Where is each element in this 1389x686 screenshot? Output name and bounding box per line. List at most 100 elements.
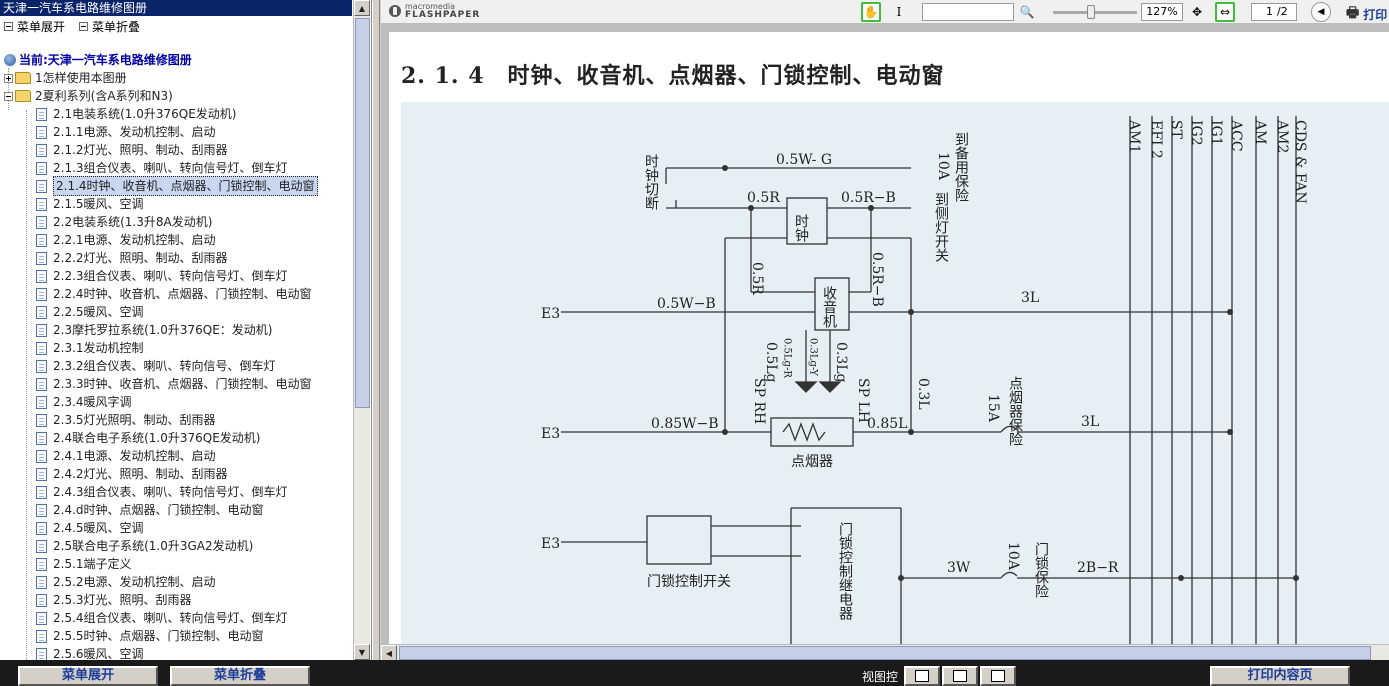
page-number-field[interactable]: 1 /2 <box>1251 3 1297 21</box>
page-icon <box>36 629 47 643</box>
view-split-button[interactable] <box>942 666 978 686</box>
tree-item-label: 2夏利系列(含A系列和N3) <box>35 89 173 103</box>
panel-splitter[interactable] <box>372 0 380 660</box>
arrow-left-icon: ◀ <box>1317 7 1325 17</box>
left-vertical-scrollbar[interactable]: ▲ ▼ <box>353 0 370 660</box>
document-viewer: macromedia FLASHPAPER ✋ I 🔍 127% ✥ ⇔ 1 /… <box>381 0 1389 661</box>
tree-page-item[interactable]: 2.3摩托罗拉系统(1.0升376QE：发动机) <box>0 321 352 339</box>
globe-icon <box>4 54 16 66</box>
tree-page-item[interactable]: 2.4.3组合仪表、喇叭、转向信号灯、倒车灯 <box>0 483 352 501</box>
find-button[interactable]: 🔍 <box>1017 2 1037 22</box>
folder-icon <box>15 90 31 102</box>
tree-page-item[interactable]: 2.5.2电源、发动机控制、启动 <box>0 573 352 591</box>
tree-folder-item[interactable]: 2夏利系列(含A系列和N3) <box>0 87 352 105</box>
fit-page-button[interactable]: ✥ <box>1187 2 1207 22</box>
tree-folder-item[interactable]: 1怎样使用本图册 <box>0 69 352 87</box>
tree-page-item[interactable]: 2.5.6暖风、空调 <box>0 645 352 660</box>
hand-tool-button[interactable]: ✋ <box>861 2 881 22</box>
tree-page-item[interactable]: 2.2.3组合仪表、喇叭、转向信号灯、倒车灯 <box>0 267 352 285</box>
bus-acc: ACC <box>1228 119 1244 152</box>
view-full-button[interactable] <box>980 666 1016 686</box>
tree-page-item[interactable]: 2.3.2组合仪表、喇叭、转向信号、倒车灯 <box>0 357 352 375</box>
tree-page-item[interactable]: 2.2.2灯光、照明、制动、刮雨器 <box>0 249 352 267</box>
text-cursor-icon: I <box>896 5 902 19</box>
scroll-down-icon[interactable]: ▼ <box>354 644 370 660</box>
scroll-thumb[interactable] <box>355 18 370 408</box>
document-area[interactable]: 2. 1. 4 时钟、收音机、点烟器、门锁控制、电动窗 <box>381 24 1389 644</box>
collapse-toggle-icon[interactable] <box>4 91 13 101</box>
label-03l: 0.3L <box>915 378 931 410</box>
tree-page-item[interactable]: 2.2.5暖风、空调 <box>0 303 352 321</box>
tree-page-item[interactable]: 2.2电装系统(1.3升8A发动机) <box>0 213 352 231</box>
page-icon <box>36 125 47 139</box>
fit-width-icon: ⇔ <box>1219 5 1231 19</box>
tree-page-item[interactable]: 2.3.3时钟、收音机、点烟器、门锁控制、电动窗 <box>0 375 352 393</box>
tree-item-label: 2.3.2组合仪表、喇叭、转向信号、倒车灯 <box>53 359 276 373</box>
tree-page-item[interactable]: 2.1.2灯光、照明、制动、刮雨器 <box>0 141 352 159</box>
label-clock-cut: 时钟切断 <box>643 154 659 210</box>
label-03lgy: 0.3Lg-Y <box>808 338 819 376</box>
tree-page-item[interactable]: 2.2.4时钟、收音机、点烟器、门锁控制、电动窗 <box>0 285 352 303</box>
tree-page-item[interactable]: 2.3.4暖风字调 <box>0 393 352 411</box>
tree-item-label: 2.5.3灯光、照明、刮雨器 <box>53 593 192 607</box>
label-cigarette-lighter: 点烟器 <box>791 454 833 470</box>
tree-page-item[interactable]: 2.2.1电源、发动机控制、启动 <box>0 231 352 249</box>
tree-page-item[interactable]: 2.3.5灯光照明、制动、刮雨器 <box>0 411 352 429</box>
tree-page-item[interactable]: 2.4.5暖风、空调 <box>0 519 352 537</box>
printer-icon: 🖶 <box>1346 5 1360 21</box>
horizontal-scroll-thumb[interactable] <box>399 646 1371 660</box>
label-to-backup-fuse: 到备用保险 <box>953 132 969 202</box>
label-fuse-15a: 15A <box>985 394 1001 423</box>
view-single-button[interactable] <box>904 666 940 686</box>
tree-page-item[interactable]: 2.5.5时钟、点烟器、门锁控制、电动窗 <box>0 627 352 645</box>
fit-width-button[interactable]: ⇔ <box>1215 2 1235 22</box>
page-icon <box>36 467 47 481</box>
label-2br: 2B−R <box>1077 560 1119 576</box>
tree-item-label: 2.4.3组合仪表、喇叭、转向信号灯、倒车灯 <box>53 485 288 499</box>
full-view-icon <box>991 670 1005 682</box>
expand-toggle-icon[interactable] <box>4 73 13 83</box>
tree-page-item[interactable]: 2.5.4组合仪表、喇叭、转向信号灯、倒车灯 <box>0 609 352 627</box>
tree-page-item[interactable]: 2.1.4时钟、收音机、点烟器、门锁控制、电动窗 <box>0 176 352 196</box>
zoom-slider-track[interactable] <box>1053 11 1137 14</box>
scroll-left-icon[interactable]: ◀ <box>381 645 397 661</box>
label-05wb: 0.5W−B <box>657 296 716 312</box>
tree-page-item[interactable]: 2.5.3灯光、照明、刮雨器 <box>0 591 352 609</box>
tree-item-label: 2.2电装系统(1.3升8A发动机) <box>53 215 213 229</box>
tree-current-root[interactable]: 当前:天津一汽车系电路维修图册 <box>4 51 192 69</box>
page-icon <box>36 251 47 265</box>
tree-page-item[interactable]: 2.1.5暖风、空调 <box>0 195 352 213</box>
print-content-button[interactable]: 打印内容页 <box>1210 666 1350 686</box>
tree-page-item[interactable]: 2.4.1电源、发动机控制、启动 <box>0 447 352 465</box>
tree-page-item[interactable]: 2.1.3组合仪表、喇叭、转向信号灯、倒车灯 <box>0 159 352 177</box>
zoom-field[interactable]: 127% <box>1141 3 1183 21</box>
tree-item-label: 2.1.4时钟、收音机、点烟器、门锁控制、电动窗 <box>53 176 318 196</box>
expand-menu-link[interactable]: 菜单展开 <box>4 18 65 35</box>
prev-page-button[interactable]: ◀ <box>1311 2 1331 22</box>
print-button[interactable]: 🖶 打印 <box>1346 2 1387 26</box>
page-icon <box>36 179 47 193</box>
expand-menu-button[interactable]: 菜单展开 <box>18 666 158 686</box>
tree-page-item[interactable]: 2.4联合电子系统(1.0升376QE发动机) <box>0 429 352 447</box>
view-control-label: 视图控 <box>862 670 899 684</box>
bus-efi2: EFI 2 <box>1148 120 1164 159</box>
horizontal-scrollbar[interactable]: ◀ <box>381 644 1389 661</box>
page-icon <box>36 341 47 355</box>
bus-ig1: IG1 <box>1208 120 1224 146</box>
tree-page-item[interactable]: 2.3.1发动机控制 <box>0 339 352 357</box>
scroll-up-icon[interactable]: ▲ <box>354 0 370 16</box>
tree-page-item[interactable]: 2.5.1端子定义 <box>0 555 352 573</box>
find-input[interactable] <box>922 3 1014 21</box>
collapse-menu-button[interactable]: 菜单折叠 <box>170 666 310 686</box>
tree-page-item[interactable]: 2.1.1电源、发动机控制、启动 <box>0 123 352 141</box>
tree-page-item[interactable]: 2.5联合电子系统(1.0升3GA2发动机) <box>0 537 352 555</box>
tree-item-label: 2.3.5灯光照明、制动、刮雨器 <box>53 413 216 427</box>
tree-page-item[interactable]: 2.1电装系统(1.0升376QE发动机) <box>0 105 352 123</box>
page-icon <box>36 485 47 499</box>
collapse-menu-link[interactable]: 菜单折叠 <box>79 18 140 35</box>
zoom-slider-thumb[interactable] <box>1087 5 1095 19</box>
tree-page-item[interactable]: 2.4.2灯光、照明、制动、刮雨器 <box>0 465 352 483</box>
tree-page-item[interactable]: 2.4.d时钟、点烟器、门锁控制、电动窗 <box>0 501 352 519</box>
text-select-button[interactable]: I <box>889 2 909 22</box>
